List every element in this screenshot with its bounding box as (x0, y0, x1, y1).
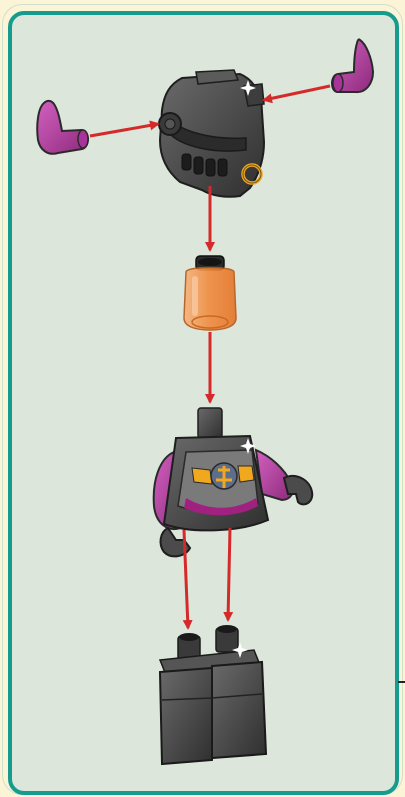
arrow-torso-to-right-leg (223, 527, 234, 622)
horn-right (331, 38, 375, 94)
horn-left (36, 99, 89, 155)
legs (158, 625, 268, 766)
arrow-horn-left-to-helmet (89, 120, 160, 138)
arrow-torso-to-left-leg (182, 529, 193, 630)
helmet (158, 69, 266, 198)
edge-tick (398, 681, 405, 683)
head (183, 255, 237, 331)
assembly-arrows (89, 84, 331, 630)
arrow-horn-right-to-helmet (262, 84, 331, 104)
torso (152, 407, 314, 558)
